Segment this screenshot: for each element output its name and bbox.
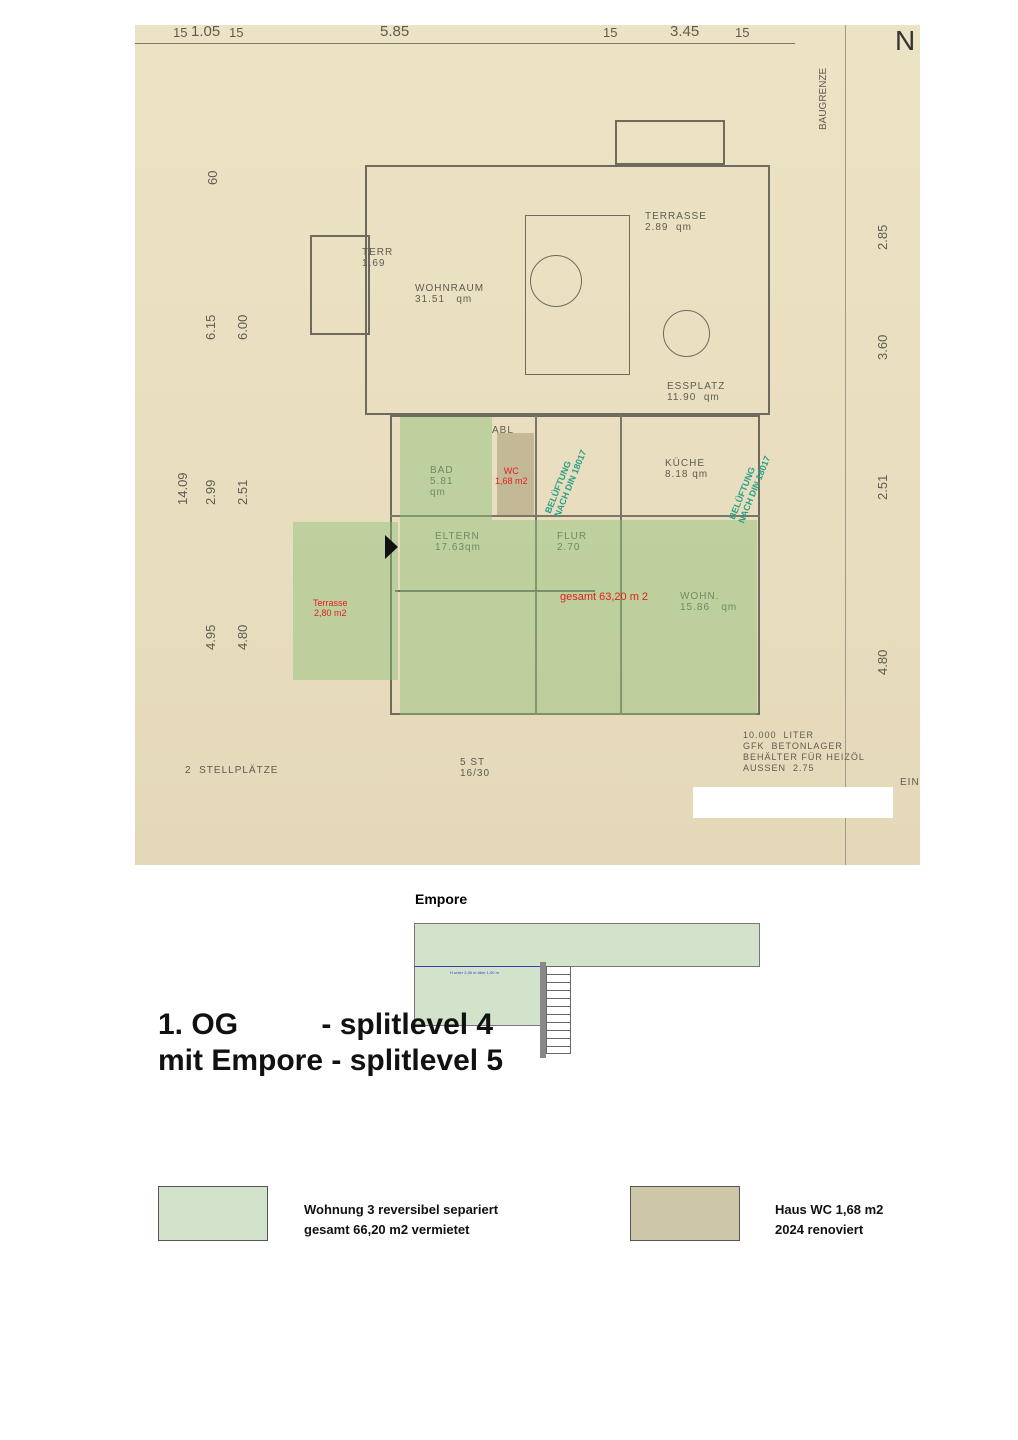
terr-balcony xyxy=(310,235,370,335)
legend-wc-line2: 2024 renoviert xyxy=(775,1222,864,1237)
dim-left: 4.95 xyxy=(203,624,218,650)
total-area-label: gesamt 63,20 m 2 xyxy=(560,591,649,603)
wc-overlay xyxy=(497,433,534,515)
room-essplatz: ESSPLATZ 11.90 qm xyxy=(667,381,726,403)
dim-right: 3.60 xyxy=(875,334,890,360)
label-ein: EIN xyxy=(900,777,920,788)
legend-swatch-wc xyxy=(630,1186,740,1241)
north-label: N xyxy=(895,25,916,56)
upper-floor-outline xyxy=(365,165,770,415)
terrace-steps xyxy=(615,120,725,165)
room-wohn: WOHN. 15.86 qm xyxy=(680,591,738,613)
empore-note: H unter 2,00 m über 1,00 m xyxy=(450,970,499,975)
dim-left: 2.51 xyxy=(235,479,250,505)
room-flur: FLUR 2.70 xyxy=(557,531,588,553)
terrasse-area-label: Terrasse 2,80 m2 xyxy=(313,598,348,618)
sofa-outline xyxy=(525,215,630,375)
empore-staircase xyxy=(546,966,571,1054)
dim-right: 2.51 xyxy=(875,474,890,500)
dim-top: 15 xyxy=(735,25,750,40)
floor-plan: 15 1.05 15 5.85 15 3.45 15 N BAUGRENZE 1… xyxy=(135,25,920,865)
dim-top: 15 xyxy=(173,25,188,40)
room-terr: TERR 1.69 xyxy=(362,247,394,269)
legend-apartment-line1: Wohnung 3 reversibel separiert xyxy=(304,1202,499,1217)
empore-lower-area xyxy=(414,966,542,1026)
dim-left: 60 xyxy=(205,170,220,185)
dim-left: 6.00 xyxy=(235,314,250,340)
empore-upper-area xyxy=(414,923,760,967)
dim-top: 3.45 xyxy=(670,25,700,40)
legend-wc-line1: Haus WC 1,68 m2 xyxy=(775,1202,884,1217)
legend-swatch-apartment xyxy=(158,1186,268,1241)
label-stufen: 5 ST 16/30 xyxy=(460,757,491,779)
apartment-overlay xyxy=(400,520,757,715)
dim-left: 4.80 xyxy=(235,624,250,650)
baugrenze-label: BAUGRENZE xyxy=(818,67,829,130)
page-title-line2: mit Empore - splitlevel 5 xyxy=(158,1044,504,1077)
dim-top: 15 xyxy=(229,25,244,40)
white-cover xyxy=(693,787,893,818)
room-bad: BAD 5.81 qm xyxy=(430,465,454,498)
dining-table xyxy=(663,310,710,357)
room-wohnraum: WOHNRAUM 31.51 qm xyxy=(415,283,485,305)
wc-area-label: WC 1,68 m2 xyxy=(495,466,528,486)
empore-wall xyxy=(540,962,546,1058)
dim-top: 15 xyxy=(603,25,618,40)
dim-top: 5.85 xyxy=(380,25,410,40)
room-kueche: KÜCHE 8.18 qm xyxy=(665,458,709,480)
terrasse-overlay xyxy=(293,522,398,680)
label-tank: 10.000 LITER GFK BETONLAGER BEHÄLTER FÜR… xyxy=(743,730,865,773)
page-title-line1: 1. OG - splitlevel 4 xyxy=(158,1008,494,1041)
dim-top: 1.05 xyxy=(191,25,221,40)
dim-left: 6.15 xyxy=(203,314,218,340)
bad-overlay xyxy=(400,417,492,520)
label-stellplaetze: 2 STELLPLÄTZE xyxy=(185,765,279,776)
dim-right: 2.85 xyxy=(875,224,890,250)
room-terrasse: TERRASSE 2.89 qm xyxy=(645,211,707,233)
dim-right: 4.80 xyxy=(875,649,890,675)
lower-outline xyxy=(390,415,760,715)
dim-left: 2.99 xyxy=(203,479,218,505)
room-eltern: ELTERN 17.63qm xyxy=(435,531,481,553)
empore-title: Empore xyxy=(415,891,468,907)
round-table xyxy=(530,255,582,307)
room-abl: ABL xyxy=(492,425,514,436)
entry-arrow-icon xyxy=(385,535,398,559)
dim-left: 14.09 xyxy=(175,472,190,505)
legend-apartment-line2: gesamt 66,20 m2 vermietet xyxy=(304,1222,470,1237)
